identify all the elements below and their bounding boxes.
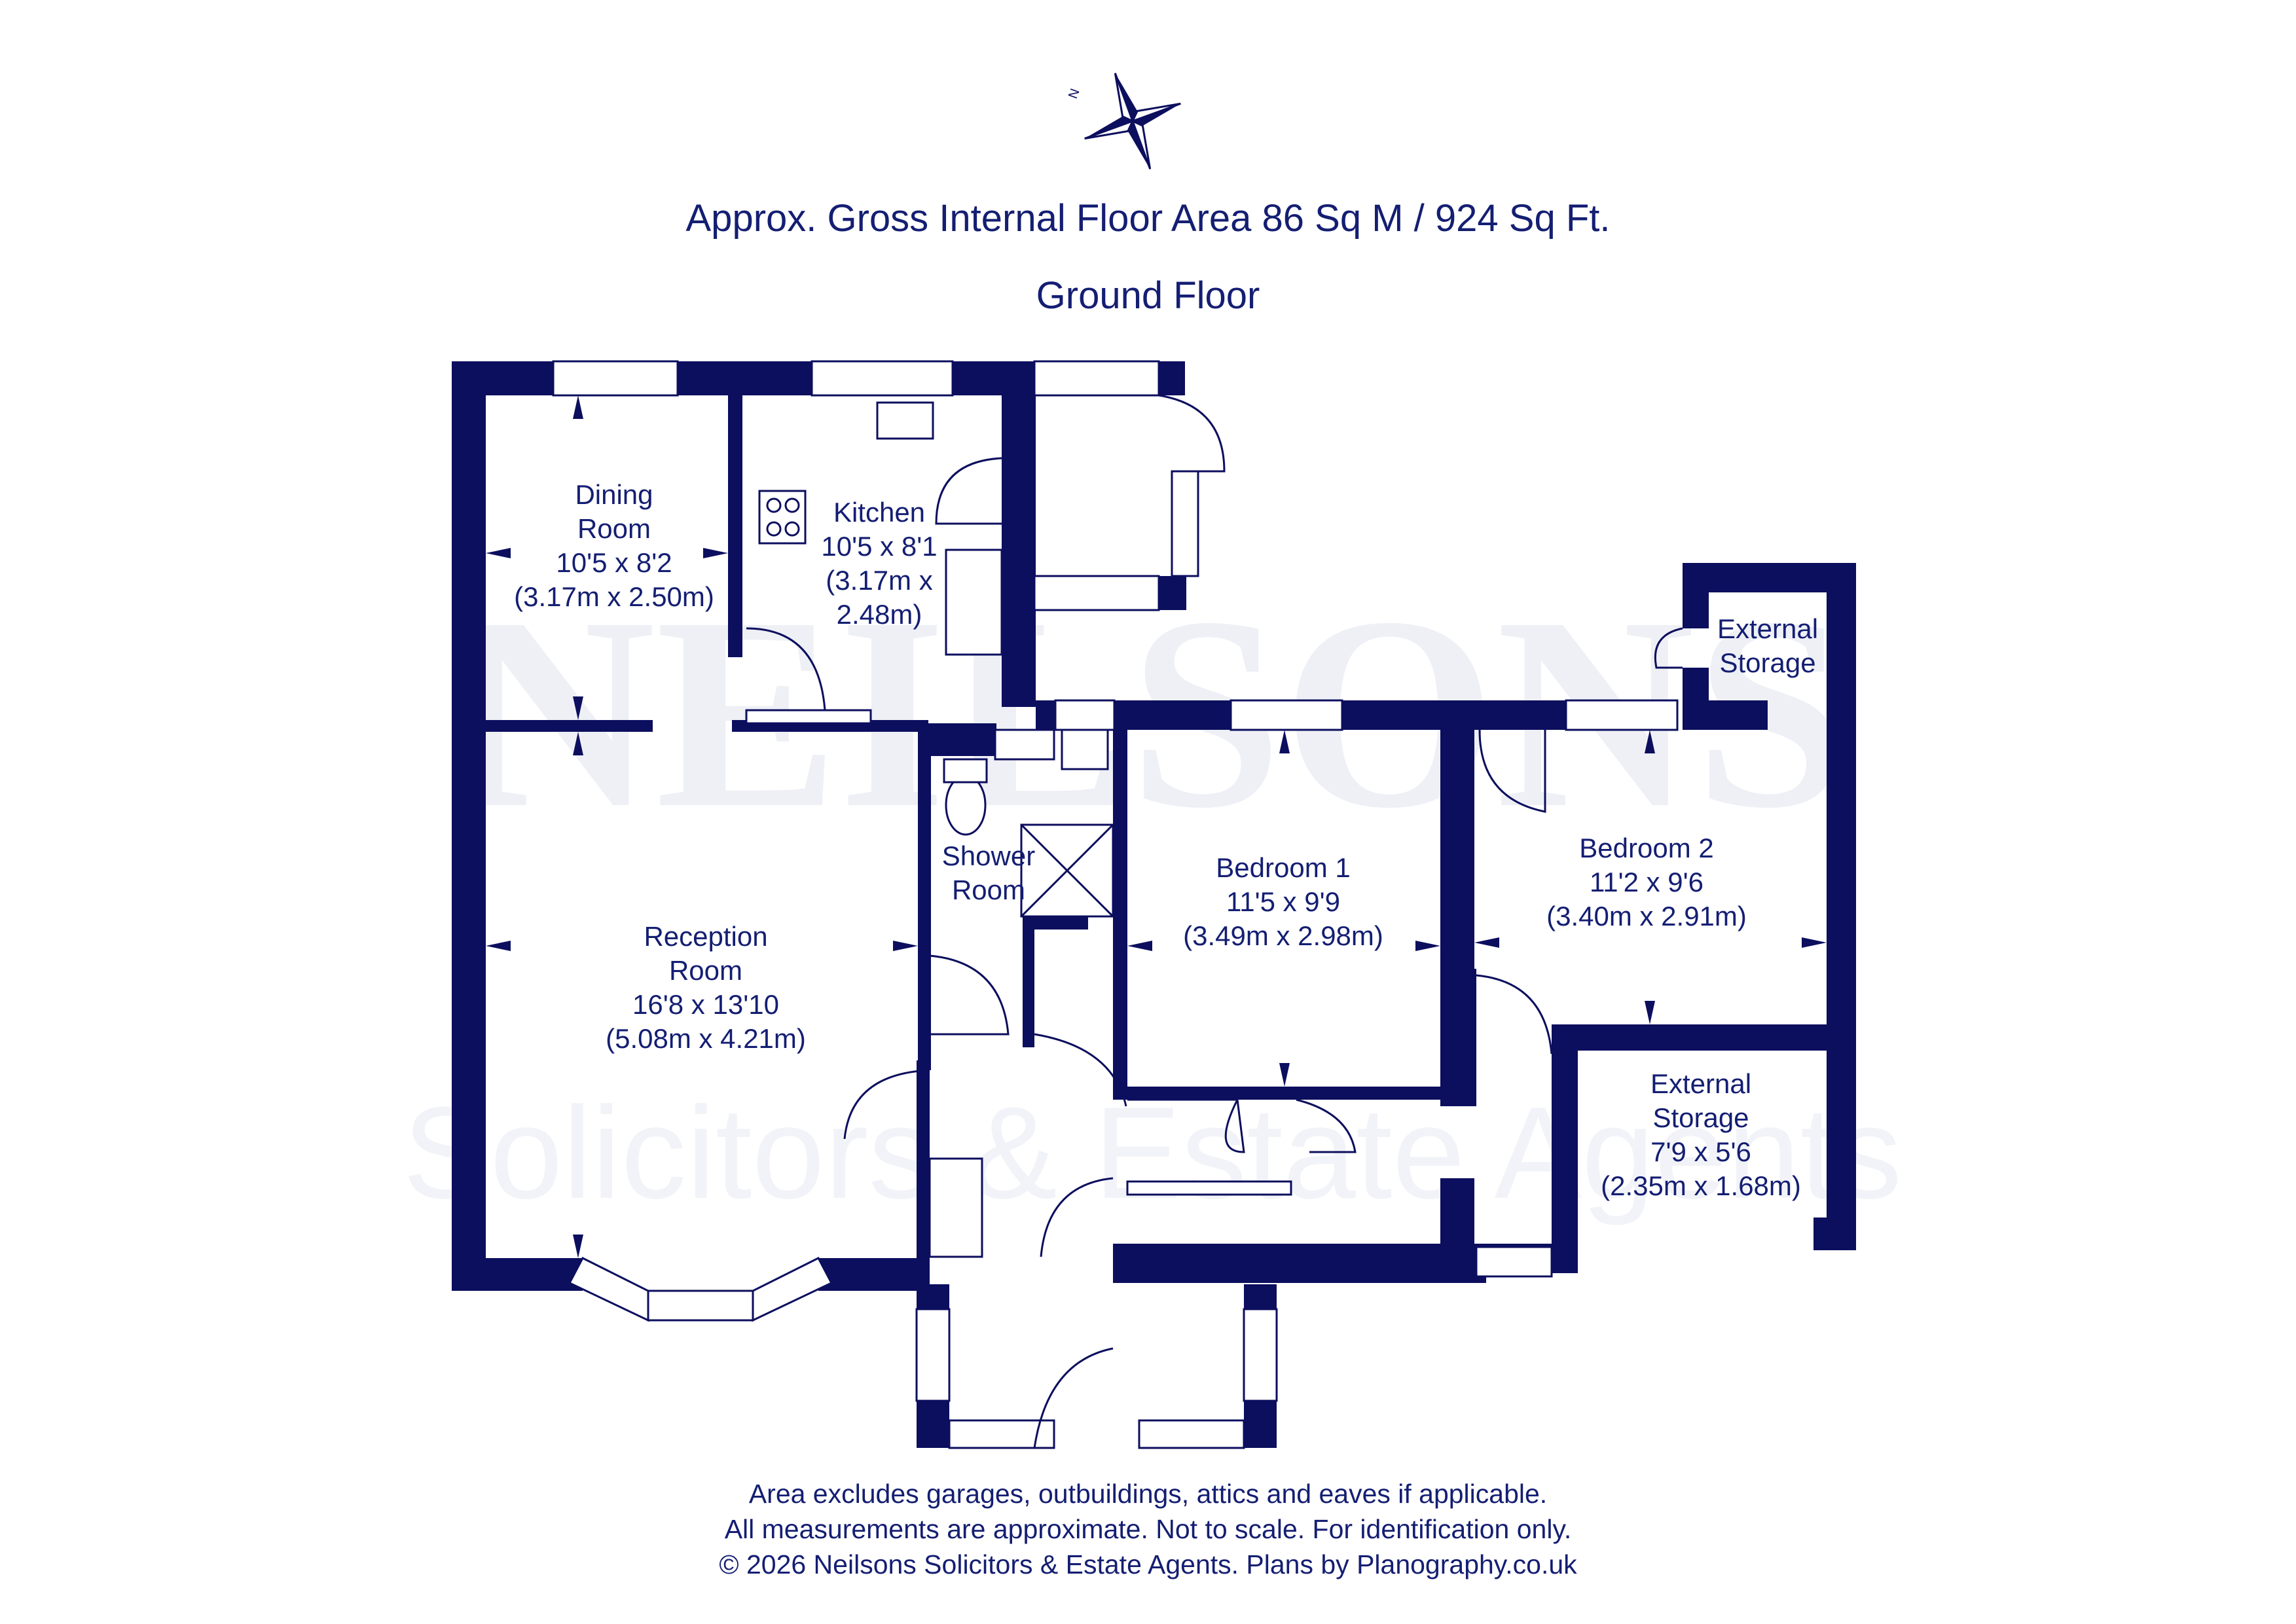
shower-room-label: Shower Room: [942, 839, 1035, 907]
dining-room-imperial: 10'5 x 8'2: [556, 547, 672, 578]
bedroom-2-imperial: 11'2 x 9'6: [1589, 867, 1704, 897]
compass-rose-icon: N: [1066, 65, 1198, 180]
shower-room-name-1: Shower: [941, 840, 1036, 871]
bedroom-1-label: Bedroom 1 11'5 x 9'9 (3.49m x 2.98m): [1183, 851, 1383, 953]
external-storage-name-1: External: [1650, 1068, 1752, 1099]
kitchen-label: Kitchen 10'5 x 8'1 (3.17m x 2.48m): [821, 496, 937, 632]
kitchen-imperial: 10'5 x 8'1: [821, 531, 938, 562]
dining-room-label: Dining Room 10'5 x 8'2 (3.17m x 2.50m): [514, 478, 714, 614]
bedroom-2-name: Bedroom 2: [1579, 833, 1714, 863]
external-storage-imperial: 7'9 x 5'6: [1650, 1136, 1751, 1167]
dining-room-name-1: Dining: [575, 479, 653, 510]
dining-room-name-2: Room: [577, 513, 651, 544]
reception-room-imperial: 16'8 x 13'10: [632, 989, 779, 1020]
external-storage-metric: (2.35m x 1.68m): [1601, 1170, 1801, 1201]
page-title: Approx. Gross Internal Floor Area 86 Sq …: [685, 197, 1611, 240]
disclaimer-line-2: All measurements are approximate. Not to…: [724, 1514, 1572, 1544]
reception-room-name-2: Room: [668, 955, 743, 986]
external-storage-small-name-2: Storage: [1719, 647, 1816, 678]
disclaimer: Area excludes garages, outbuildings, att…: [0, 1476, 2296, 1582]
kitchen-name: Kitchen: [833, 497, 926, 528]
bedroom-1-metric: (3.49m x 2.98m): [1183, 920, 1383, 951]
kitchen-metric-2: 2.48m): [836, 599, 922, 630]
external-storage-small-label: External Storage: [1717, 612, 1818, 680]
floor-label: Ground Floor: [1036, 274, 1260, 317]
disclaimer-line-3: © 2026 Neilsons Solicitors & Estate Agen…: [719, 1549, 1577, 1579]
disclaimer-line-1: Area excludes garages, outbuildings, att…: [748, 1479, 1548, 1509]
reception-room-metric: (5.08m x 4.21m): [606, 1023, 806, 1054]
bedroom-1-imperial: 11'5 x 9'9: [1226, 886, 1341, 917]
shower-room-name-2: Room: [951, 875, 1026, 905]
kitchen-metric-1: (3.17m x: [826, 565, 933, 596]
bedroom-2-metric: (3.40m x 2.91m): [1546, 901, 1747, 931]
reception-room-name-1: Reception: [644, 921, 768, 952]
reception-room-label: Reception Room 16'8 x 13'10 (5.08m x 4.2…: [606, 920, 806, 1056]
bedroom-2-label: Bedroom 2 11'2 x 9'6 (3.40m x 2.91m): [1546, 831, 1747, 933]
external-storage-small-name-1: External: [1717, 613, 1819, 644]
dining-room-metric: (3.17m x 2.50m): [514, 581, 714, 612]
walls: [452, 361, 1856, 1448]
watermark-tagline: Solicitors & Estate Agents: [403, 1080, 1902, 1226]
external-storage-label: External Storage 7'9 x 5'6 (2.35m x 1.68…: [1601, 1067, 1801, 1203]
compass-north-label: N: [1067, 87, 1083, 101]
bedroom-1-name: Bedroom 1: [1216, 852, 1351, 883]
external-storage-name-2: Storage: [1652, 1102, 1749, 1133]
